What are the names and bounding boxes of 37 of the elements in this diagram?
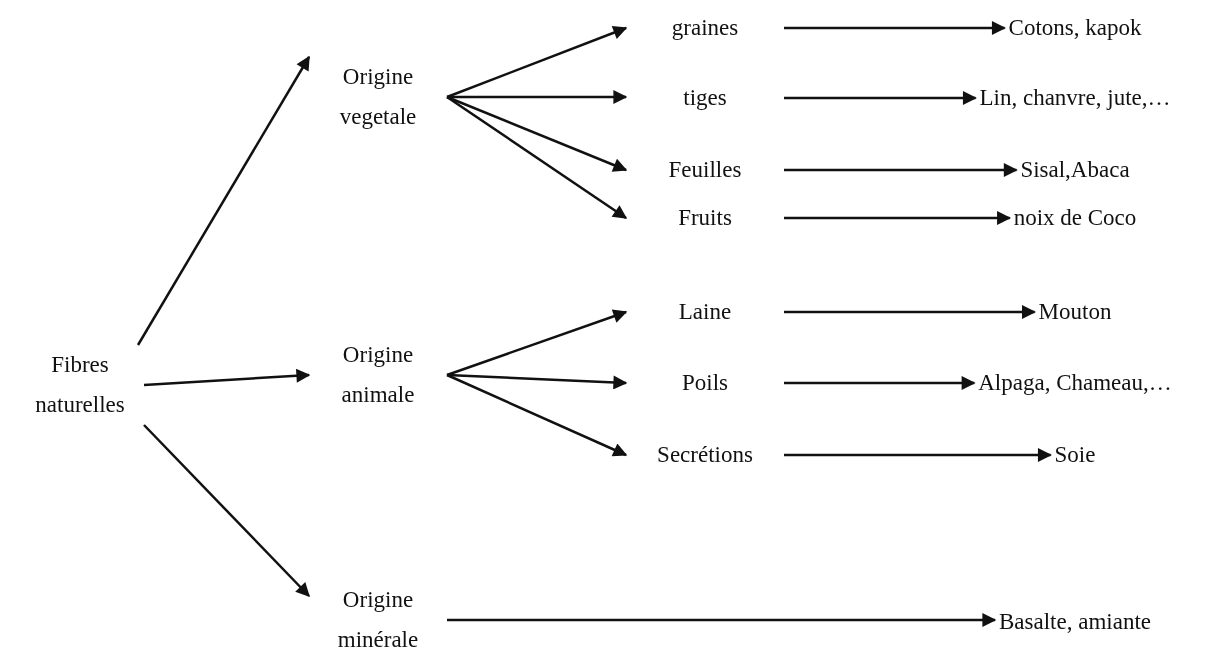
arrow (784, 305, 1036, 319)
node-label: Basalte, amiante (999, 607, 1151, 637)
node-label: Poils (630, 368, 780, 398)
node-label: graines (630, 13, 780, 43)
node-label: Origine minérale (313, 580, 443, 660)
node-label: noix de Coco (1013, 203, 1137, 233)
arrow (784, 211, 1012, 225)
node-label: Feuilles (630, 155, 780, 185)
node-label: Fibres naturelles (20, 345, 140, 425)
node-label: Sisal,Abaca (1020, 155, 1130, 185)
node-label: Fruits (630, 203, 780, 233)
arrow (143, 368, 311, 387)
arrow (784, 91, 977, 105)
arrow (447, 613, 997, 627)
arrow (446, 309, 628, 377)
arrow (136, 55, 311, 346)
arrow (143, 424, 310, 597)
arrow (784, 21, 1006, 35)
arrow (784, 163, 1018, 177)
node-label: Cotons, kapok (1008, 13, 1142, 43)
node-label: Lin, chanvre, jute,… (979, 83, 1171, 113)
node-label: Mouton (1038, 297, 1112, 327)
node-label: Soie (1054, 440, 1096, 470)
node-label: Origine vegetale (313, 57, 443, 137)
arrow (784, 448, 1052, 462)
node-label: tiges (630, 83, 780, 113)
arrow (447, 90, 628, 104)
node-label: Laine (630, 297, 780, 327)
arrow (784, 376, 976, 390)
node-label: Alpaga, Chameau,… (978, 368, 1172, 398)
node-label: Secrétions (630, 440, 780, 470)
arrow (446, 95, 628, 220)
arrow (446, 26, 628, 99)
arrow (446, 95, 628, 172)
node-label: Origine animale (313, 335, 443, 415)
arrow (446, 373, 628, 457)
arrow (446, 373, 628, 390)
